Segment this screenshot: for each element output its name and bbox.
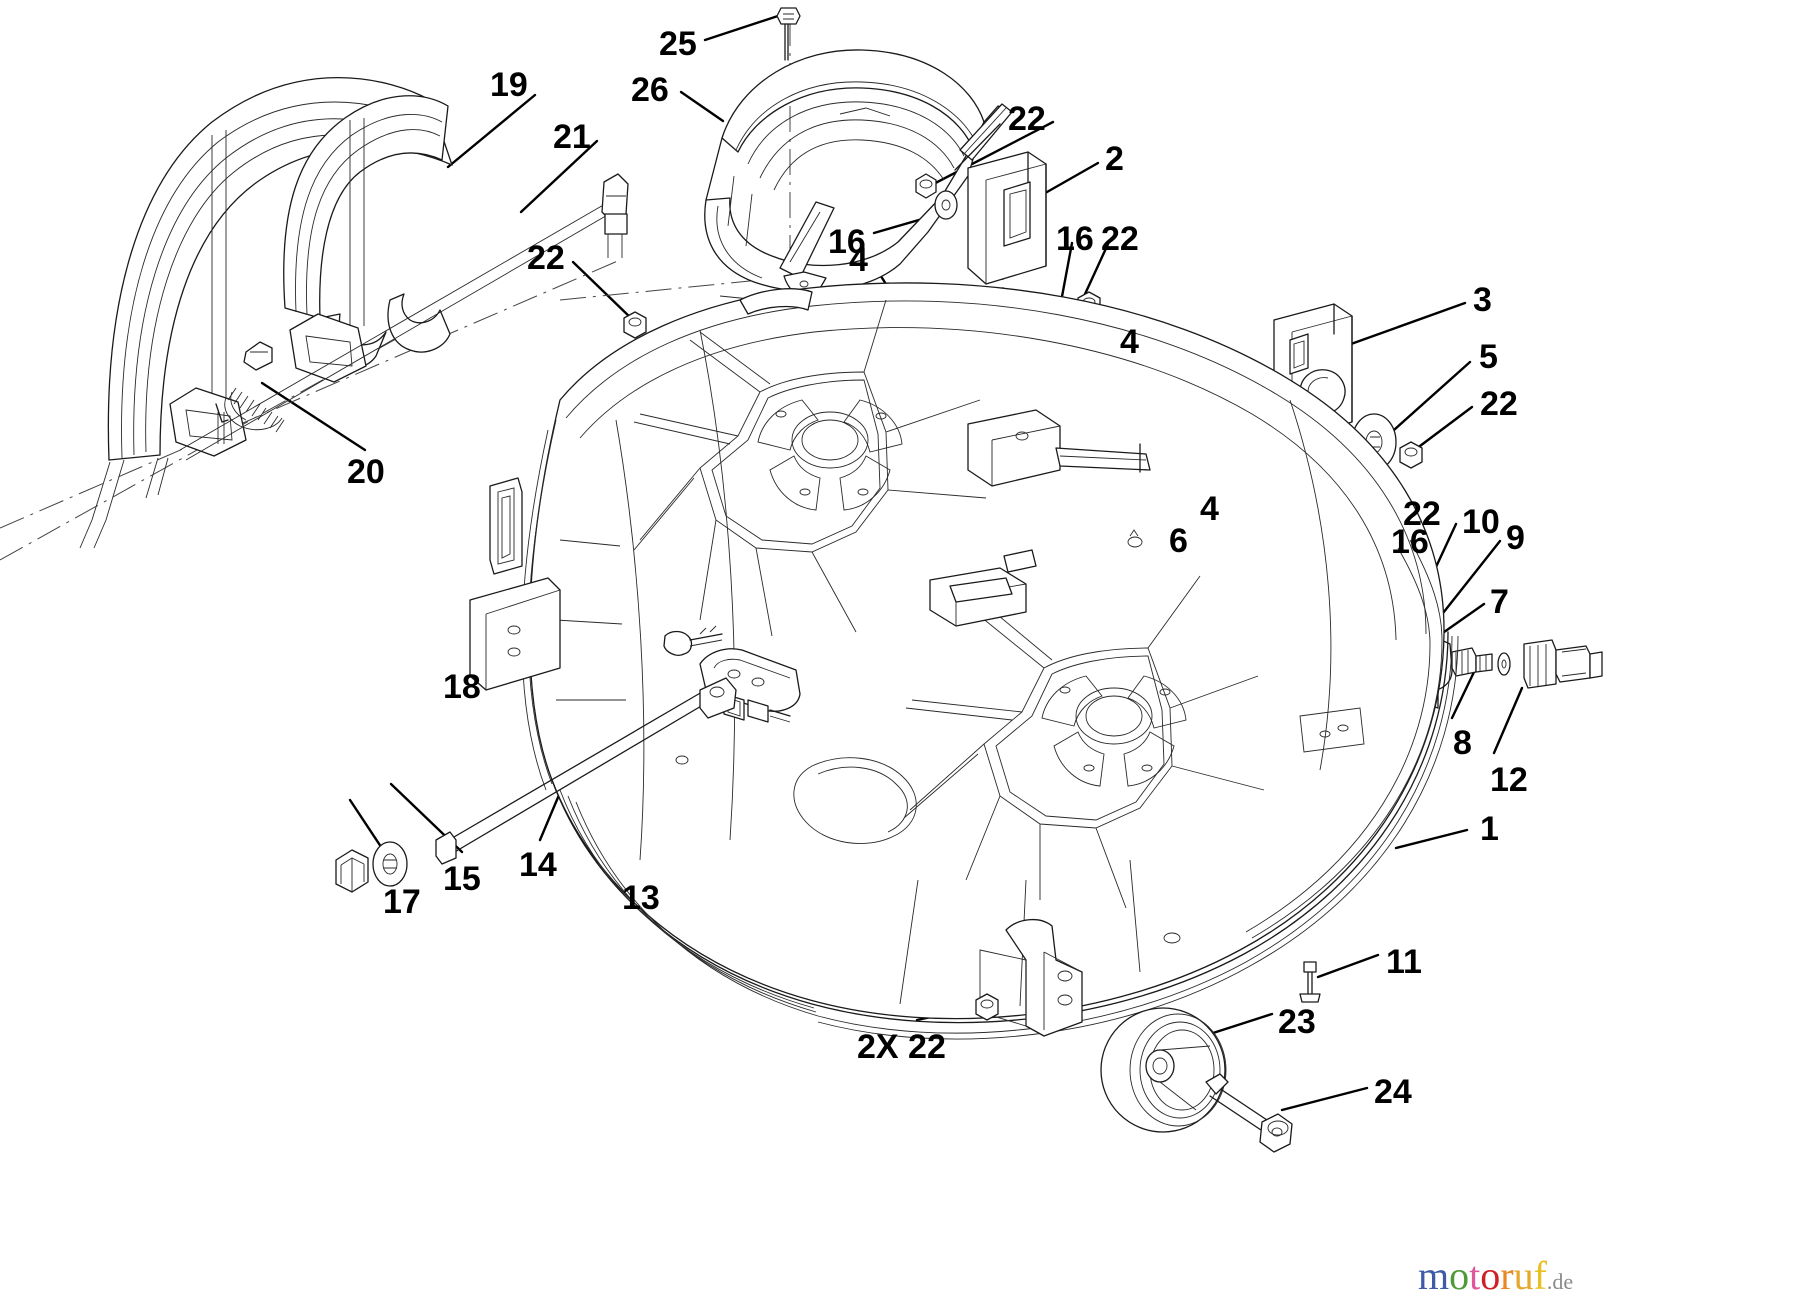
- watermark-letter-f: f: [1533, 1253, 1547, 1298]
- callout-10: 10: [1462, 503, 1500, 541]
- callout-4-c: 4: [1200, 490, 1219, 528]
- callout-7: 7: [1490, 583, 1509, 621]
- part-12-coupler: [1523, 639, 1603, 689]
- callout-3: 3: [1473, 281, 1492, 319]
- callout-23: 23: [1278, 1003, 1316, 1041]
- watermark-letter-t: t: [1469, 1253, 1481, 1298]
- callout-19: 19: [490, 66, 528, 104]
- callout-22-b: 22: [1101, 220, 1139, 258]
- callout-15: 15: [443, 860, 481, 898]
- part-14-rod: [435, 677, 737, 865]
- part-24-bolt: [1205, 1073, 1293, 1153]
- callout-24: 24: [1374, 1073, 1412, 1111]
- part-2-bracket: [967, 151, 1047, 285]
- callout-6: 6: [1169, 522, 1188, 560]
- deck-spindle-upper: [633, 299, 987, 637]
- part-1-deck-housing: [469, 282, 1459, 1040]
- callout-20: 20: [347, 453, 385, 491]
- watermark-suffix: .de: [1546, 1269, 1574, 1294]
- part-15-washer: [372, 841, 408, 887]
- part-22-nut-right: [1399, 441, 1423, 469]
- part-22-nut-bagrod: [623, 311, 647, 339]
- callout-25: 25: [659, 25, 697, 63]
- callout-12: 12: [1490, 761, 1528, 799]
- callout-18: 18: [443, 668, 481, 706]
- part-26-chute-deflector: [704, 49, 1013, 303]
- callout-13: 13: [622, 879, 660, 917]
- callout-21: 21: [553, 118, 591, 156]
- callout-17: 17: [383, 883, 421, 921]
- watermark-letter-u: u: [1513, 1253, 1534, 1298]
- watermark-letter-r: r: [1500, 1253, 1514, 1298]
- watermark-letter-m: m: [1418, 1253, 1450, 1298]
- callout-9: 9: [1506, 519, 1525, 557]
- part-25-screw: [776, 7, 801, 61]
- callout-4-a: 4: [849, 241, 868, 279]
- callout-16-a: 16: [828, 223, 866, 261]
- motoruf-watermark: motoruf.de: [1418, 1256, 1573, 1302]
- callout-22-c: 22: [527, 239, 565, 277]
- callout-2: 2: [1105, 140, 1124, 178]
- callout-16-c: 16: [1391, 523, 1429, 561]
- callout-8: 8: [1453, 724, 1472, 762]
- callout-22-e: 22: [1403, 495, 1441, 533]
- callout-5: 5: [1479, 338, 1498, 376]
- part-16-22-washer-nut-upper: [915, 173, 958, 220]
- spring-coil: [224, 387, 285, 433]
- callout-4-b: 4: [1120, 323, 1139, 361]
- callout-16-b: 16: [1056, 220, 1094, 258]
- part-11-screw: [1299, 961, 1321, 1003]
- part-20-21-rod-spring: [179, 173, 629, 461]
- part-19-bag-frame: [79, 76, 453, 549]
- callout-2x22: 2X 22: [857, 1028, 946, 1066]
- callout-22-d: 22: [1480, 385, 1518, 423]
- part-17-nut: [335, 849, 369, 893]
- part-8-washer: [1497, 652, 1511, 676]
- callout-26: 26: [631, 71, 669, 109]
- part-18-pin: [663, 625, 723, 656]
- watermark-letter-o2: o: [1480, 1253, 1501, 1298]
- part-23-wheel: [1100, 1007, 1227, 1133]
- callout-14: 14: [519, 846, 557, 884]
- callout-22-a: 22: [1008, 100, 1046, 138]
- callout-11: 11: [1386, 943, 1422, 981]
- callout-1: 1: [1480, 810, 1499, 848]
- watermark-letter-o1: o: [1449, 1253, 1470, 1298]
